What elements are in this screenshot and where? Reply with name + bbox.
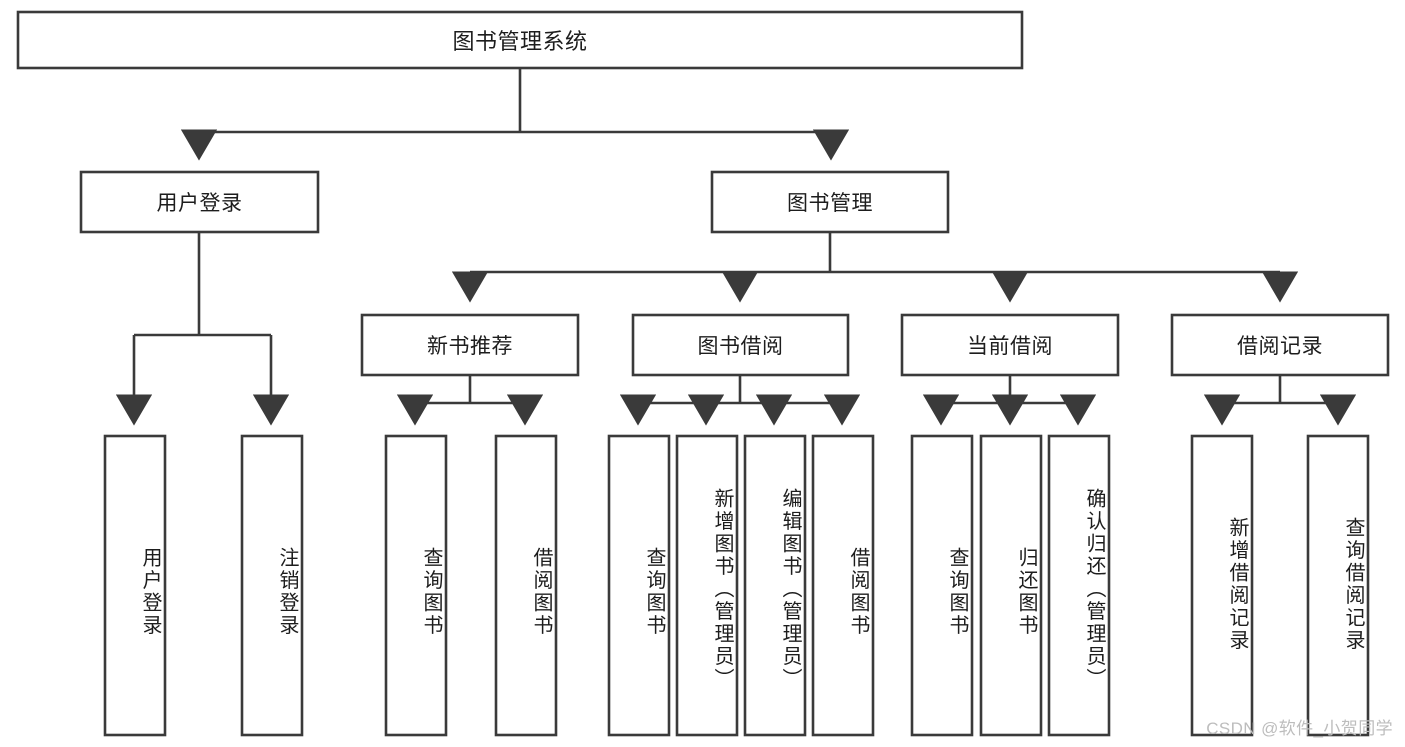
- node-box-new-book-recommend[interactable]: [360, 313, 580, 377]
- node-box-leaf-confirm-return[interactable]: [1047, 434, 1111, 737]
- node-box-user-login[interactable]: [79, 170, 320, 234]
- connector-borrowrecord-to-leaves: [1203, 375, 1357, 426]
- node-box-leaf-return-book[interactable]: [979, 434, 1043, 737]
- node-box-leaf-query-book-1[interactable]: [384, 434, 448, 737]
- connector-bookmgmt-to-level2: [451, 232, 1299, 303]
- connector-root-to-level1: [180, 68, 850, 161]
- connector-userlogin-to-leaves: [115, 232, 290, 426]
- node-box-book-management[interactable]: [710, 170, 950, 234]
- connector-currentborrow-to-leaves: [922, 375, 1097, 426]
- node-box-leaf-query-record[interactable]: [1306, 434, 1370, 737]
- node-box-leaf-add-record[interactable]: [1190, 434, 1254, 737]
- node-box-current-borrow[interactable]: [900, 313, 1120, 377]
- node-box-leaf-edit-book[interactable]: [743, 434, 807, 737]
- node-box-leaf-borrow-book-2[interactable]: [811, 434, 875, 737]
- node-box-leaf-query-book-2[interactable]: [607, 434, 671, 737]
- node-box-book-borrow[interactable]: [631, 313, 850, 377]
- node-box-leaf-query-book-3[interactable]: [910, 434, 974, 737]
- node-box-leaf-logout[interactable]: [240, 434, 304, 737]
- connector-bookborrow-to-leaves: [619, 375, 861, 426]
- node-box-root[interactable]: [16, 10, 1024, 70]
- node-box-leaf-borrow-book-1[interactable]: [494, 434, 558, 737]
- node-box-leaf-user-login[interactable]: [103, 434, 167, 737]
- node-box-leaf-add-book[interactable]: [675, 434, 739, 737]
- connector-newbook-to-leaves: [396, 375, 544, 426]
- node-box-borrow-record[interactable]: [1170, 313, 1390, 377]
